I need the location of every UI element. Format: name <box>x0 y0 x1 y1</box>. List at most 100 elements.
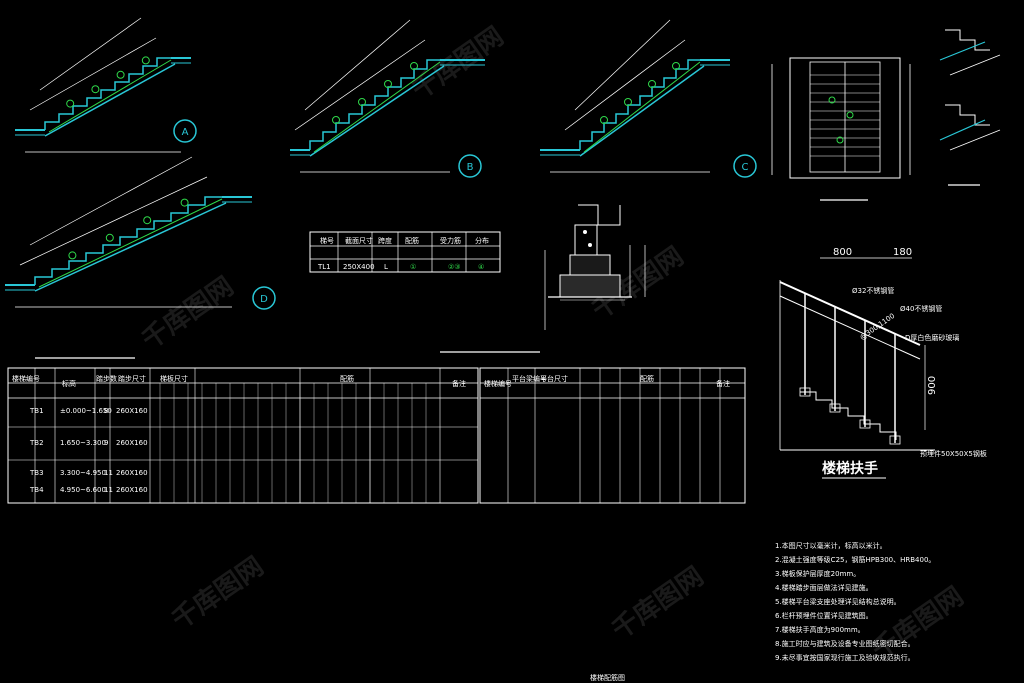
table-cell: L <box>384 263 388 271</box>
step-detail-1 <box>939 29 1001 76</box>
rebar-marker <box>358 98 366 106</box>
label-text: A <box>182 127 189 138</box>
note-line: 6.栏杆预埋件位置详见建筑图。 <box>775 611 873 620</box>
table-cell: 9 <box>104 439 108 447</box>
table-cell: 11 <box>104 486 113 494</box>
table-header: 备注 <box>452 379 466 388</box>
stair-steps <box>34 196 222 285</box>
table-cell: ④ <box>478 263 484 271</box>
label-text: C <box>742 162 749 173</box>
stair-steps <box>579 59 700 150</box>
baluster-base <box>859 419 871 429</box>
table-header: 踏步数 <box>96 374 117 383</box>
rebar-marker <box>105 233 114 242</box>
stair-label-D: D <box>252 286 276 310</box>
stair-label-B: B <box>458 154 482 178</box>
table-header: 跨度 <box>378 236 392 245</box>
rebar-marker <box>68 251 77 260</box>
table-cell: TL1 <box>317 263 331 271</box>
table-cell: 260X160 <box>116 486 148 494</box>
stair-sections <box>5 17 730 308</box>
table-cell: 4.950~6.600 <box>60 486 106 494</box>
note-line: 4.楼梯踏步面层做法详见建施。 <box>775 583 873 592</box>
dim-handrail-gap: 180 <box>893 247 912 258</box>
rebar-marker <box>624 98 632 106</box>
rebar-marker <box>91 85 100 94</box>
rebar-line <box>38 198 223 288</box>
leader-line <box>19 176 208 266</box>
note-line: 3.梯板保护层厚度20mm。 <box>775 569 860 578</box>
label-text: B <box>467 162 474 173</box>
leader-line <box>304 19 411 111</box>
table-header: 楼梯编号 <box>12 374 40 383</box>
stair-slab <box>309 65 445 157</box>
table-header: 分布 <box>475 236 489 245</box>
rebar-line <box>313 61 441 153</box>
rebar-marker <box>648 80 656 88</box>
table-cell: TB1 <box>29 407 44 415</box>
table-header: 踏步尺寸 <box>118 374 146 383</box>
leader-line <box>29 37 157 111</box>
stair-slab <box>34 202 227 292</box>
label-circle <box>458 154 482 178</box>
footer-title: 楼梯配筋图 <box>590 673 625 682</box>
table-cell: 260X160 <box>116 469 148 477</box>
dim-handrail-width: 800 <box>833 247 852 258</box>
note-line: 8.施工时应与建筑及设备专业图纸密切配合。 <box>775 639 915 648</box>
table-cell: TB4 <box>29 486 44 494</box>
table-cell: ① <box>410 263 416 271</box>
rebar-marker <box>66 99 75 108</box>
stair-plan <box>771 57 911 201</box>
rebar-marker <box>141 56 150 65</box>
table-header: 梯板尺寸 <box>160 374 188 383</box>
table-header: 配筋 <box>405 236 419 245</box>
note-line: 2.混凝土强度等级C25，钢筋HPB300、HRB400。 <box>775 555 935 564</box>
leader-line <box>564 39 686 131</box>
table-cell: TB2 <box>29 439 44 447</box>
table-header: 梯号 <box>320 236 334 245</box>
leader-line <box>294 39 426 131</box>
label-circle <box>252 286 276 310</box>
baluster-base <box>829 403 841 413</box>
rebar-marker <box>672 62 680 70</box>
stair-slab <box>44 63 176 137</box>
stair-label-A: A <box>173 119 197 143</box>
rebar-marker <box>180 198 189 207</box>
table-header: 配筋 <box>640 374 654 383</box>
table-cell: 3.300~4.950 <box>60 469 106 477</box>
stair-schedule-table: 楼梯编号 标高 踏步数 踏步尺寸 梯板尺寸 配筋 备注 TB1 ±0.000~1… <box>7 367 746 504</box>
beam-section-detail <box>544 204 646 330</box>
stair-slab <box>579 65 705 157</box>
table-header: 备注 <box>716 379 730 388</box>
table-header: 楼梯编号 <box>484 379 512 388</box>
rebar-marker <box>600 116 608 124</box>
table-cell: 11 <box>104 469 113 477</box>
stair-section <box>5 156 252 308</box>
handrail-steps <box>800 391 897 440</box>
rebar-marker <box>384 80 392 88</box>
handrail-callout: 预埋件50X50X5钢板 <box>920 449 987 458</box>
rebar-line <box>583 61 701 153</box>
table-cell: 250X400 <box>343 263 375 271</box>
table-cell: 260X160 <box>116 439 148 447</box>
table-header: 截面尺寸 <box>345 236 373 245</box>
leader-line <box>29 156 193 246</box>
note-line: 9.未尽事宜按国家现行施工及验收规范执行。 <box>775 653 915 662</box>
label-circle <box>173 119 197 143</box>
table-cell: 1.650~3.300 <box>60 439 106 447</box>
stair-steps <box>44 57 171 130</box>
baluster-base <box>889 435 901 445</box>
leader-line <box>39 17 142 91</box>
rebar-line <box>48 59 172 133</box>
handrail-title: 楼梯扶手 <box>822 460 878 477</box>
stair-section <box>15 17 191 153</box>
handrail-callout: D厚白色磨砂玻璃 <box>905 333 959 342</box>
rebar-marker <box>116 70 125 79</box>
handrail-callout: Ø32不锈钢管 <box>852 286 894 295</box>
construction-notes: 1.本图尺寸以毫米计，标高以米计。 2.混凝土强度等级C25，钢筋HPB300、… <box>775 541 935 662</box>
label-circle <box>733 154 757 178</box>
table-header: 受力筋 <box>440 236 461 245</box>
dim-handrail-height: 900 <box>927 376 938 395</box>
leader-line <box>574 19 671 111</box>
